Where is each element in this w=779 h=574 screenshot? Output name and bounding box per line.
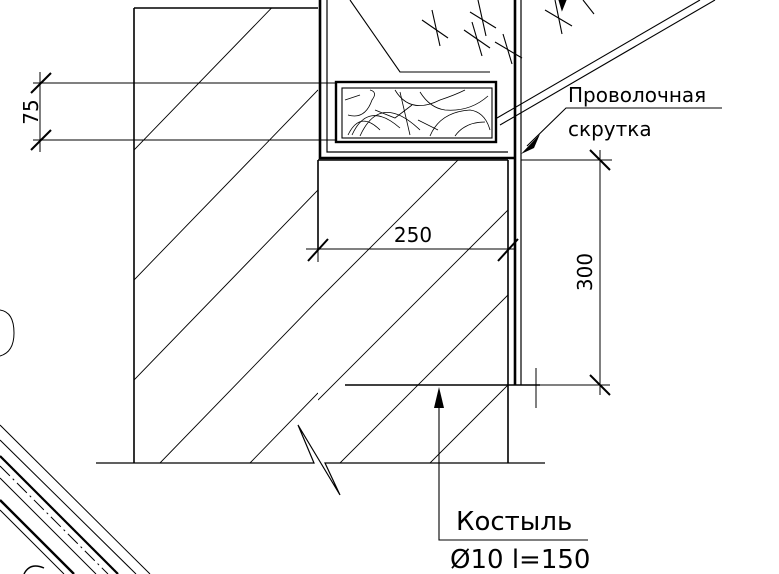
- dimension-250: [306, 170, 519, 262]
- wire-twist-arrowhead: [521, 134, 540, 154]
- wire-twist-label-line2: скрутка: [568, 117, 652, 141]
- diagonal-end-mark: [23, 565, 45, 574]
- wall-hatching: [134, 8, 318, 463]
- dimension-300-label: 300: [573, 253, 597, 291]
- dimension-250-label: 250: [394, 223, 432, 247]
- wall-section: [133, 7, 318, 463]
- detail-marker-circle: [0, 309, 15, 357]
- wooden-beam: [334, 80, 498, 144]
- spike-label-line2: Ø10 l=150: [450, 545, 590, 574]
- wire-twist-leader: [526, 107, 722, 147]
- spike-leader: [438, 400, 588, 541]
- roof-slope: [349, 0, 716, 126]
- wire-twist: [318, 0, 515, 160]
- insulation-marks: [421, 0, 595, 65]
- support-block-hatching: [318, 160, 508, 463]
- wood-grain: [344, 89, 491, 137]
- spike-label-line1: Костыль: [456, 507, 572, 537]
- diagonal-rafter: [0, 424, 151, 574]
- wire-twist-label-line1: Проволочная: [568, 83, 706, 107]
- dimension-75-label: 75: [19, 99, 43, 124]
- dimension-300: [521, 149, 612, 408]
- spike-arrowhead: [434, 387, 444, 408]
- dimension-75: [30, 72, 336, 152]
- ground-line: [96, 424, 545, 496]
- timber-post: [513, 0, 522, 385]
